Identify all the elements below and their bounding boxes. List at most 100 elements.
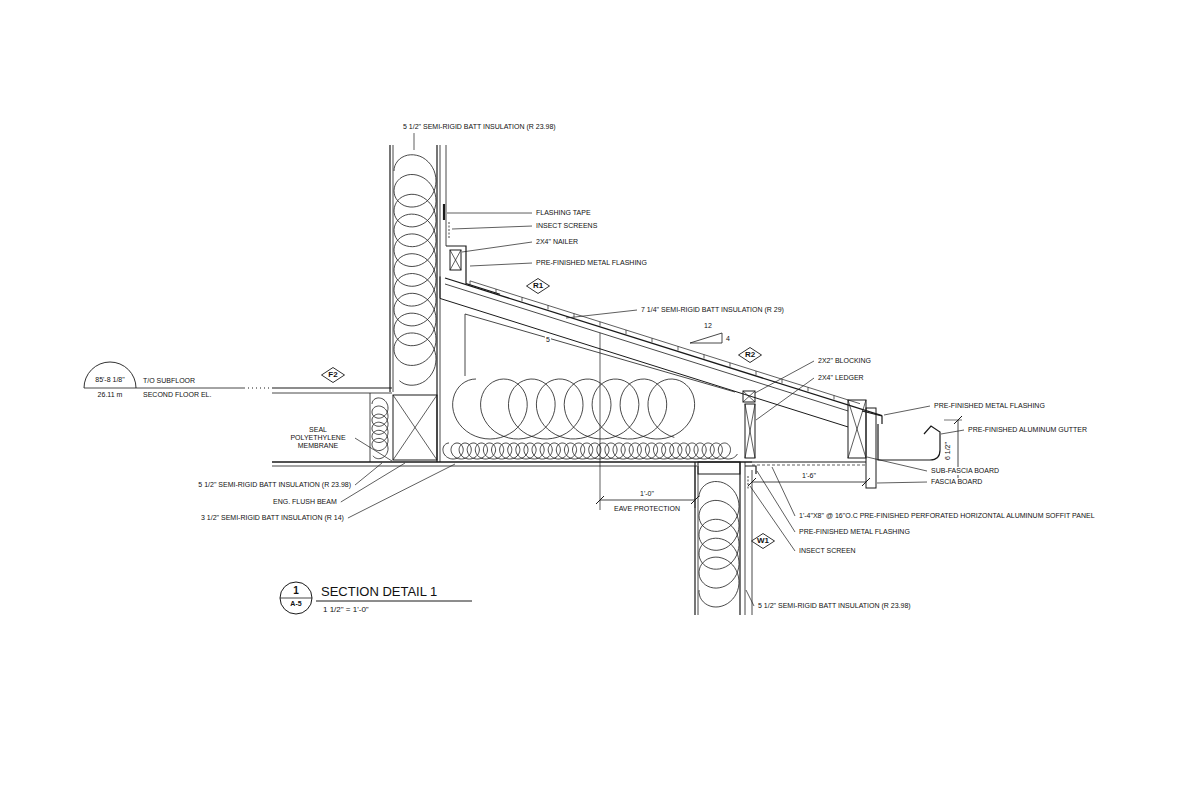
sheet-number: A-5: [279, 600, 313, 608]
siding-line: [752, 470, 753, 615]
bubble-circle: [280, 582, 312, 614]
callout-text: PRE-FINISHED METAL FLASHING: [933, 402, 1046, 410]
callout-text: 5 1/2" SEMI-RIGID BATT INSULATION (R 23.…: [402, 123, 557, 131]
gutter: [878, 424, 940, 460]
callout-text: FASCIA BOARD: [930, 478, 983, 486]
drawing-title: SECTION DETAIL 1: [320, 585, 438, 600]
callout-text: PRE-FINISHED ALUMINUM GUTTER: [967, 426, 1088, 434]
metal-flashing: [745, 466, 756, 474]
batt-insulation: [394, 155, 436, 385]
subfloor-line: [272, 393, 392, 394]
leader-line: [877, 482, 927, 484]
nailer-block: [450, 250, 461, 270]
callout-text: 7 1/4" SEMI-RIGID BATT INSULATION (R 29): [640, 306, 785, 314]
sub-fascia: [848, 400, 866, 458]
tag-diamond: R1: [526, 278, 550, 294]
leader-line: [746, 590, 754, 606]
sub-fascia: [848, 400, 866, 458]
shingle: [470, 281, 496, 289]
callout-text: 1'-4"X8" @ 16"O.C PRE-FINISHED PERFORATE…: [798, 512, 1096, 520]
baffle-line: [465, 314, 466, 376]
dimension-tick: [748, 478, 756, 486]
drywall-line: [393, 145, 394, 392]
callout-text: PRE-FINISHED METAL FLASHING: [535, 259, 648, 267]
batt-insulation: [699, 482, 739, 608]
extension-line: [944, 420, 962, 421]
slope-triangle: [690, 333, 722, 343]
leader-line: [941, 430, 964, 434]
ledger: [745, 404, 755, 458]
batt-insulation: [372, 398, 388, 459]
dimension-text: 85'-8 1/8": [94, 376, 126, 384]
bubble-divider: [280, 598, 312, 599]
dimension-line: [600, 500, 695, 501]
dimension-tick: [596, 496, 604, 504]
callout-text: SUB-FASCIA BOARD: [930, 467, 1000, 475]
callout-text: 3 1/2" SEMI-RIGID BATT INSULATION (R 14): [200, 514, 345, 522]
dimension-text: 5: [545, 336, 551, 344]
dimension-text: 4: [725, 335, 731, 343]
shingle: [652, 338, 678, 346]
title-underline: [316, 601, 472, 602]
insect-screen: [748, 476, 749, 490]
callout-text: INSECT SCREEN: [798, 547, 857, 555]
dimension-text: 26.11 m: [97, 391, 124, 399]
tag-diamond: R2: [738, 347, 762, 363]
siding-line: [446, 145, 447, 246]
soffit-line: [752, 462, 866, 463]
diamond-shape: [752, 534, 775, 549]
shingle: [782, 379, 808, 387]
dimension-tick: [954, 416, 962, 424]
blocking: [743, 391, 755, 402]
dimension-text: 1'-6": [801, 472, 817, 480]
tag-code: R1: [526, 278, 550, 294]
slope-triangle: [690, 343, 722, 344]
callout-text: 2X2" BLOCKING: [817, 357, 872, 365]
shingle: [522, 297, 548, 305]
flush-beam: [393, 395, 437, 460]
ledger: [745, 404, 755, 458]
leader-line: [355, 438, 392, 461]
diamond-shape: [322, 368, 345, 383]
callout-text: PRE-FINISHED METAL FLASHING: [798, 528, 911, 536]
dimension-text: SECOND FLOOR EL.: [142, 391, 212, 399]
tag-code: W1: [751, 533, 775, 549]
batt-insulation: [453, 379, 695, 439]
fascia-board: [866, 408, 876, 488]
shingle: [678, 346, 704, 354]
callout-text: 2X4" NAILER: [535, 238, 579, 246]
dimension-text: 1'-0": [639, 490, 655, 498]
wall-line: [389, 145, 390, 392]
leader-line: [447, 213, 532, 214]
diamond-shape: [739, 348, 762, 363]
nailer-block: [450, 250, 461, 270]
callout-text: INSECT SCREENS: [535, 222, 598, 230]
callout-text: FLASHING TAPE: [535, 209, 592, 217]
wall-line: [739, 462, 740, 615]
callout-text: 5 1/2" SEMI-RIGID BATT INSULATION (R 23.…: [757, 602, 912, 610]
callout-text: 5 1/2" SEMI-RIGID BATT INSULATION (R 23.…: [197, 481, 352, 489]
shingle: [496, 289, 522, 297]
shingle: [756, 371, 782, 379]
extension-line: [600, 333, 601, 510]
leader-line: [772, 467, 795, 516]
callout-text: SEAL POLYETHYLENE MEMBRANE: [284, 426, 352, 450]
roof-deck: [445, 284, 848, 411]
leader-line: [756, 378, 814, 420]
tag-code: R2: [738, 347, 762, 363]
metal-flashing: [862, 411, 882, 424]
sheathing-line: [440, 145, 441, 462]
leader-line: [884, 406, 930, 415]
dimension-tick: [862, 478, 870, 486]
wall-line: [694, 462, 695, 615]
shingle: [808, 387, 834, 395]
tag-diamond: F2: [321, 367, 345, 383]
shingle: [600, 322, 626, 330]
shingle: [730, 363, 756, 371]
detail-bubble: 1A-5: [279, 581, 313, 615]
leader-line: [470, 263, 532, 266]
detail-number: 1: [279, 585, 313, 596]
flush-beam: [393, 395, 437, 460]
nailer-block: [450, 250, 461, 270]
